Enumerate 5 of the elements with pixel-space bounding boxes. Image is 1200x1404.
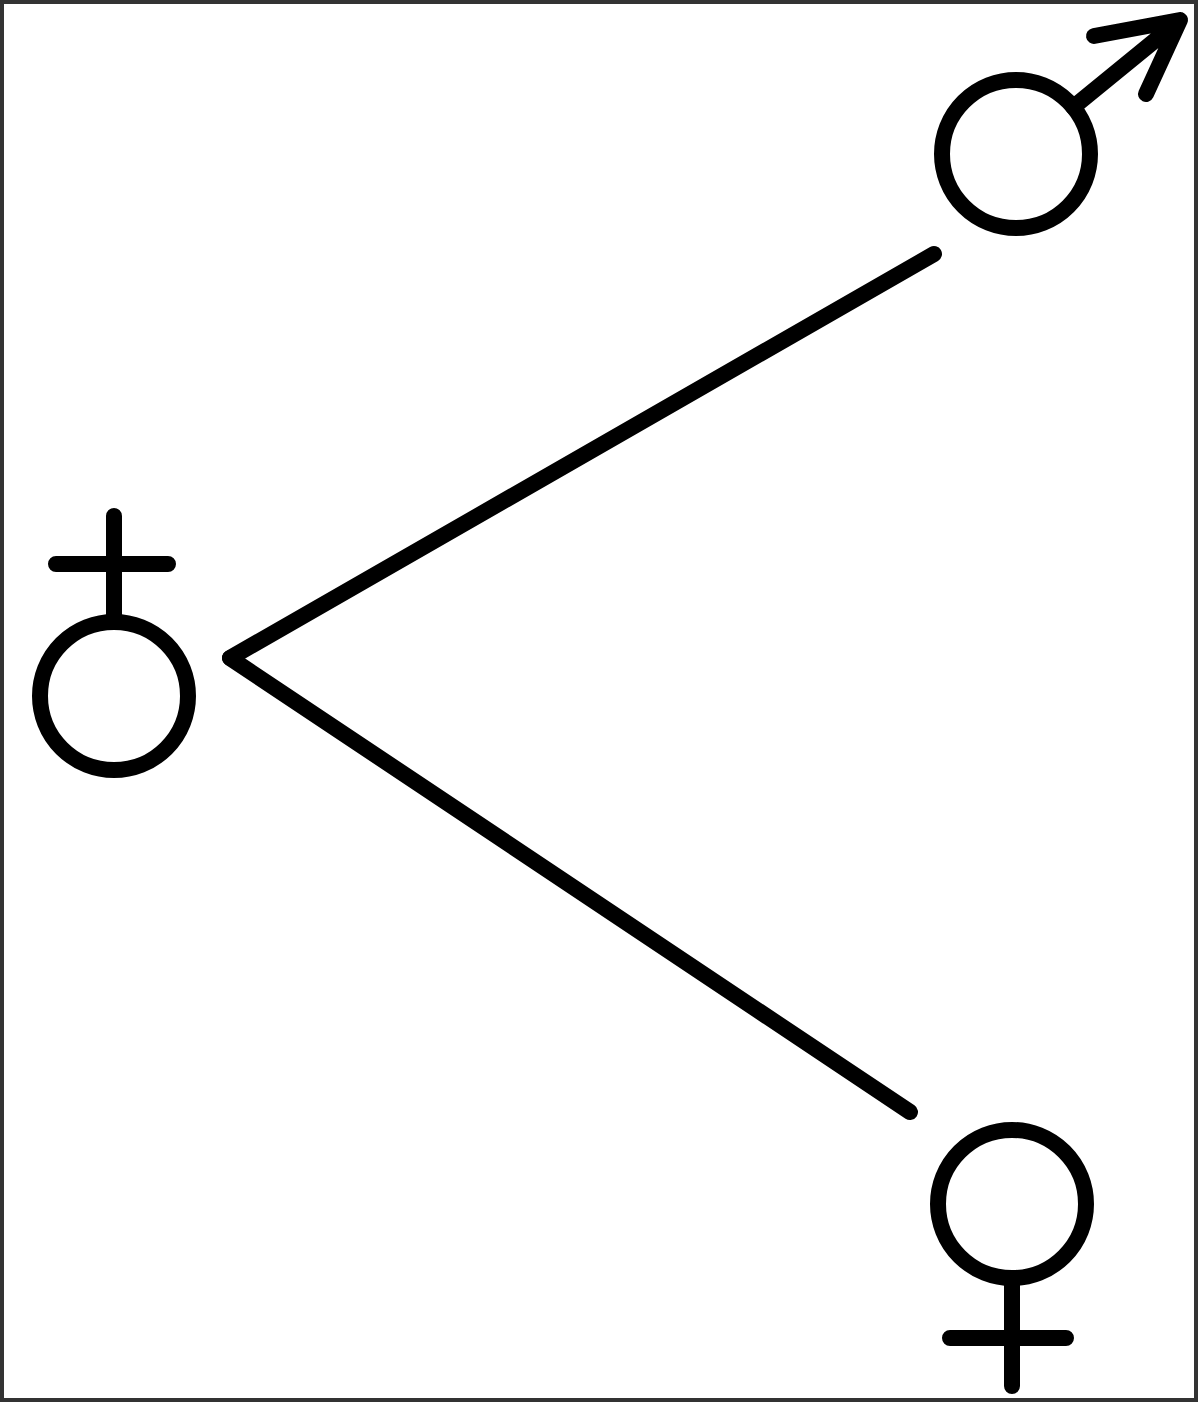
female-symbol-icon	[928, 1120, 1096, 1396]
connector-line	[222, 246, 942, 666]
earth-symbol-icon	[28, 506, 200, 782]
male-symbol-icon	[932, 10, 1192, 238]
connector-line	[222, 650, 918, 1120]
